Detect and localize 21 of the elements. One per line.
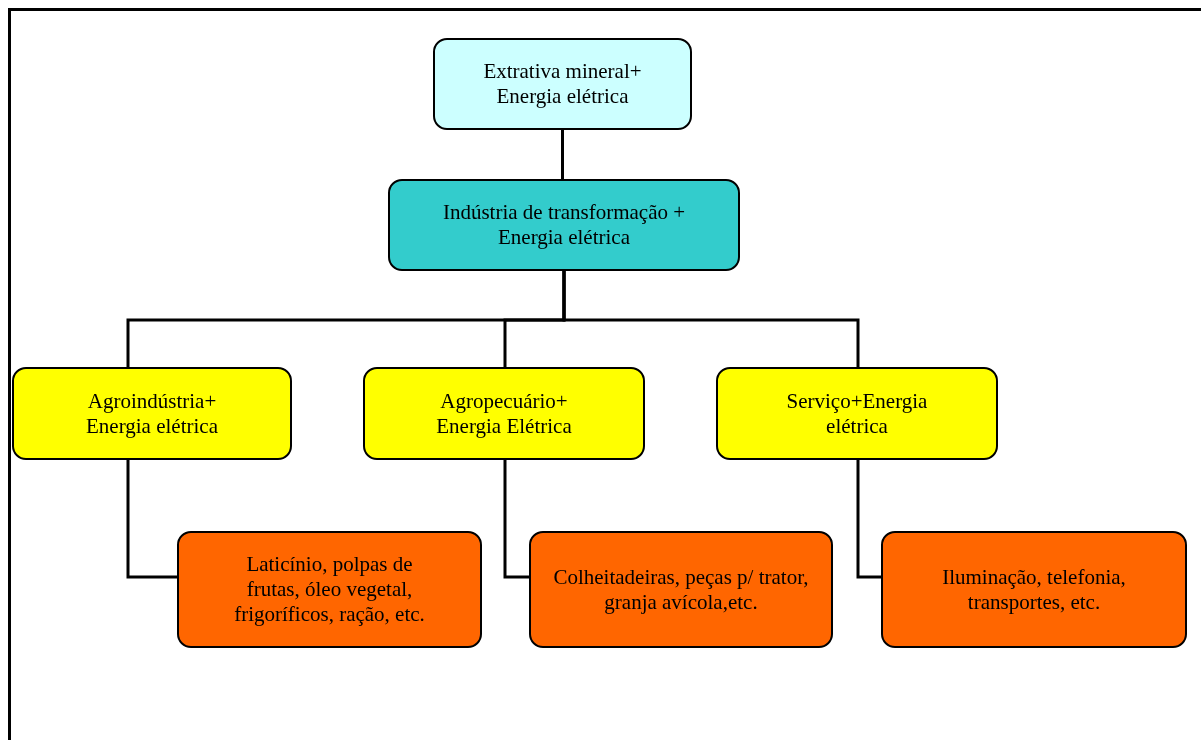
rounded-box [716, 367, 998, 460]
box-label: Indústria de transformação + Energia elétrica [441, 200, 687, 250]
connector-line [856, 460, 881, 579]
rounded-box [363, 367, 645, 460]
box-label: Laticínio, polpas de frutas, óleo vegetal, frigoríficos, ração, etc. [233, 552, 426, 627]
connector-line [126, 460, 177, 579]
rounded-box [177, 531, 482, 648]
box-label: Iluminação, telefonia, transportes, etc. [941, 564, 1127, 615]
box-label: Extrativa mineral+ Energia elétrica [482, 59, 643, 109]
rounded-box [881, 531, 1187, 648]
connector-line [503, 460, 529, 579]
rounded-box [12, 367, 292, 460]
box-label: Agroindústria+ Energia elétrica [85, 388, 219, 439]
rounded-box [529, 531, 833, 648]
box-label: Colheitadeiras, peças p/ trator, granja avícola,etc. [552, 564, 810, 615]
connector-line [562, 271, 860, 367]
box-label: Serviço+Energia elétrica [785, 388, 929, 439]
connector-line [561, 130, 564, 179]
rounded-box [388, 179, 740, 271]
rounded-box [433, 38, 692, 130]
box-label: Agropecuário+ Energia Elétrica [435, 388, 573, 439]
